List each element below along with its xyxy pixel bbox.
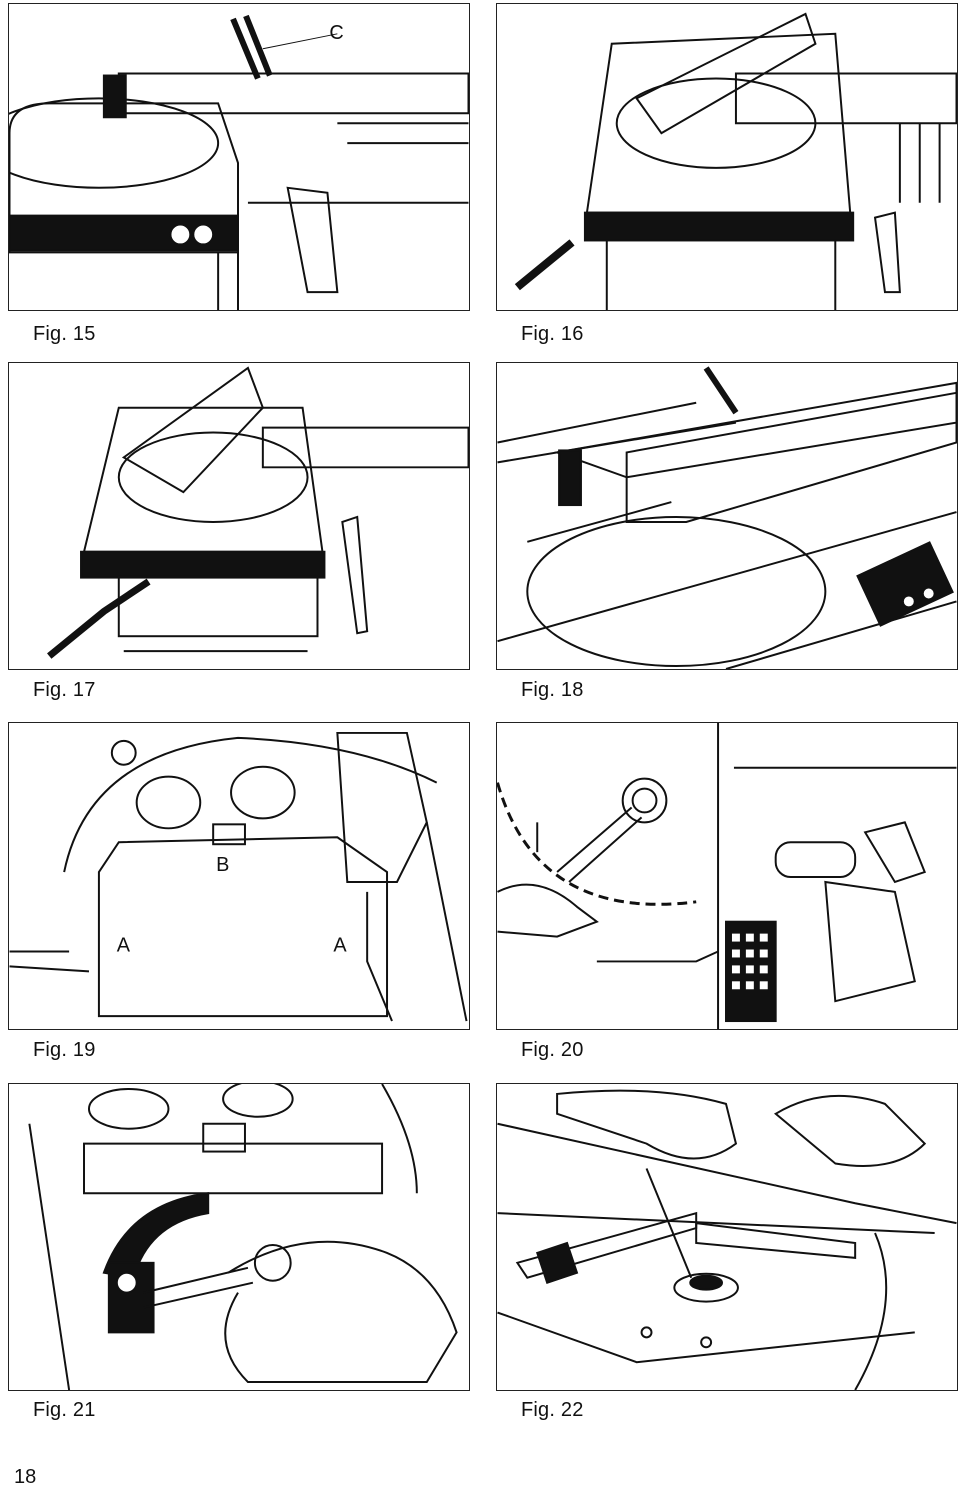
figure-21-illustration bbox=[8, 1083, 470, 1391]
figure-19-illustration: B A A bbox=[8, 722, 470, 1030]
label-a-left: A bbox=[117, 935, 131, 957]
page-number: 18 bbox=[14, 1466, 37, 1488]
figure-17-illustration bbox=[8, 362, 470, 670]
figure-16-caption: Fig. 16 bbox=[521, 323, 584, 345]
figure-17-caption: Fig. 17 bbox=[33, 679, 96, 701]
label-b: B bbox=[216, 854, 229, 876]
figure-16-illustration bbox=[496, 3, 958, 311]
figure-15-illustration: C bbox=[8, 3, 470, 311]
figure-21-caption: Fig. 21 bbox=[33, 1399, 96, 1421]
figure-19-caption: Fig. 19 bbox=[33, 1039, 96, 1061]
figure-20-illustration bbox=[496, 722, 958, 1030]
figure-20-caption: Fig. 20 bbox=[521, 1039, 584, 1061]
figure-18-illustration bbox=[496, 362, 958, 670]
figure-15-caption: Fig. 15 bbox=[33, 323, 96, 345]
figure-22-illustration bbox=[496, 1083, 958, 1391]
figure-22-caption: Fig. 22 bbox=[521, 1399, 584, 1421]
label-a-right: A bbox=[333, 935, 347, 957]
figure-18-caption: Fig. 18 bbox=[521, 679, 584, 701]
label-c: C bbox=[329, 22, 343, 44]
